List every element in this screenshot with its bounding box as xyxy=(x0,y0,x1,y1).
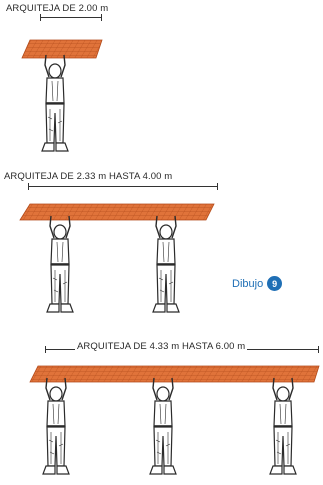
section1-dimension-line xyxy=(40,14,102,21)
section1-label: ARQUITEJA DE 2.00 m xyxy=(6,3,109,14)
section2-label: ARQUITEJA DE 2.33 m HASTA 4.00 m xyxy=(4,171,173,182)
worker-figure xyxy=(46,215,74,313)
worker-figure xyxy=(152,215,180,313)
tile-plank-2 xyxy=(19,203,215,221)
tile-plank-3 xyxy=(29,365,320,383)
tile-plank-1 xyxy=(21,39,103,59)
worker-figure xyxy=(269,377,297,475)
caption-number-badge: 9 xyxy=(267,276,283,291)
caption-text: Dibujo xyxy=(232,277,264,290)
section3-label: ARQUITEJA DE 4.33 m HASTA 6.00 m xyxy=(75,341,248,352)
worker-figure xyxy=(42,377,70,475)
worker-figure xyxy=(149,377,177,475)
section2-dimension-line xyxy=(28,183,218,190)
worker-figure xyxy=(41,54,69,152)
figure-caption: Dibujo 9 xyxy=(232,276,283,291)
